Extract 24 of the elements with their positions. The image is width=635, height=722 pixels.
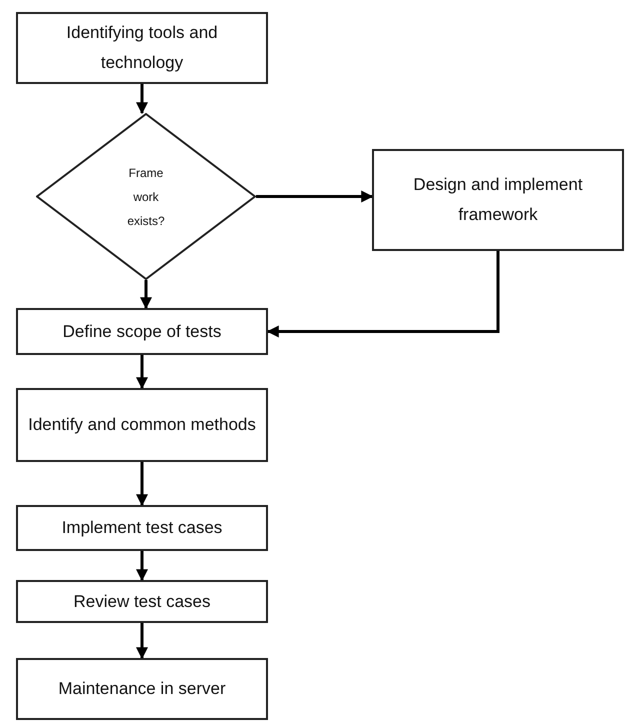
process-box — [16, 505, 268, 551]
node-label: Design and implement framework — [412, 174, 584, 226]
node-label: Identifying tools and technology — [65, 22, 219, 74]
arrow — [136, 84, 148, 114]
process-box — [16, 658, 268, 720]
process-box — [16, 388, 268, 462]
node-label: Implement test cases — [62, 517, 222, 539]
arrow — [136, 462, 148, 506]
node-label: Frame work exists? — [126, 164, 166, 230]
arrow — [136, 623, 148, 660]
arrow — [140, 280, 152, 310]
node-label: Define scope of tests — [62, 320, 222, 342]
arrow — [266, 251, 500, 338]
node-label: Review test cases — [74, 590, 210, 612]
arrow — [136, 355, 148, 390]
node-label: Identify and common methods — [28, 414, 256, 436]
arrow — [256, 190, 374, 202]
process-box — [372, 149, 624, 251]
process-box — [16, 580, 268, 623]
arrow — [136, 551, 148, 582]
node-label: Maintenance in server — [58, 678, 226, 700]
decision-diamond — [36, 113, 256, 280]
process-box — [16, 308, 268, 355]
process-box — [16, 12, 268, 84]
